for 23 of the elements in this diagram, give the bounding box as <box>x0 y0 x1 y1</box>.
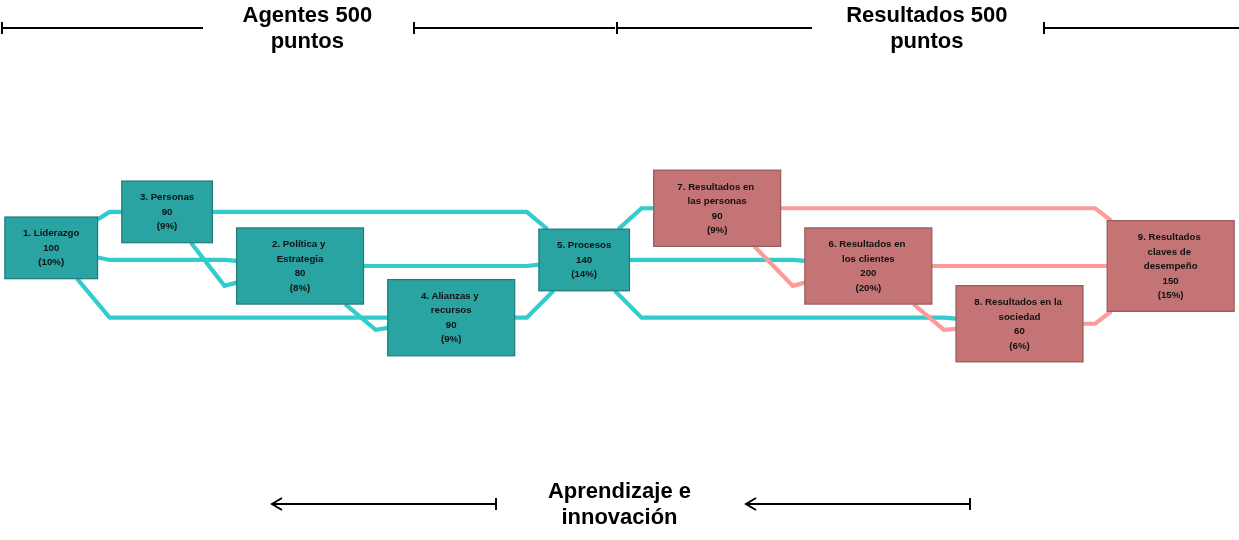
connector <box>613 289 957 321</box>
section-label: Resultados 500 puntos <box>845 2 1009 54</box>
connector <box>75 277 388 320</box>
connector <box>780 206 1113 223</box>
connector <box>97 255 237 264</box>
connector <box>96 209 122 222</box>
node-box: 9. Resultados claves de desempeño 150 (15%) <box>1106 220 1235 312</box>
connector <box>629 257 805 264</box>
section-label: Agentes 500 puntos <box>241 2 374 54</box>
connector <box>931 263 1108 269</box>
node-box: 6. Resultados en los clientes 200 (20%) <box>804 227 933 305</box>
node-box: 4. Alianzas y recursos 90 (9%) <box>387 279 516 357</box>
connector <box>514 289 556 320</box>
node-box: 3. Personas 90 (9%) <box>121 180 213 244</box>
node-box: 7. Resultados en las personas 90 (9%) <box>653 169 782 247</box>
connector <box>1083 309 1113 326</box>
node-box: 8. Resultados en la sociedad 60 (6%) <box>955 285 1084 363</box>
connector <box>212 209 549 231</box>
node-box: 2. Política y Estrategia 80 (8%) <box>235 227 365 305</box>
node-box: 1. Liderazgo 100 (10%) <box>4 216 99 280</box>
connector <box>617 206 654 231</box>
node-box: 5. Procesos 140 (14%) <box>538 228 631 292</box>
section-label: Aprendizaje e innovación <box>546 478 692 530</box>
